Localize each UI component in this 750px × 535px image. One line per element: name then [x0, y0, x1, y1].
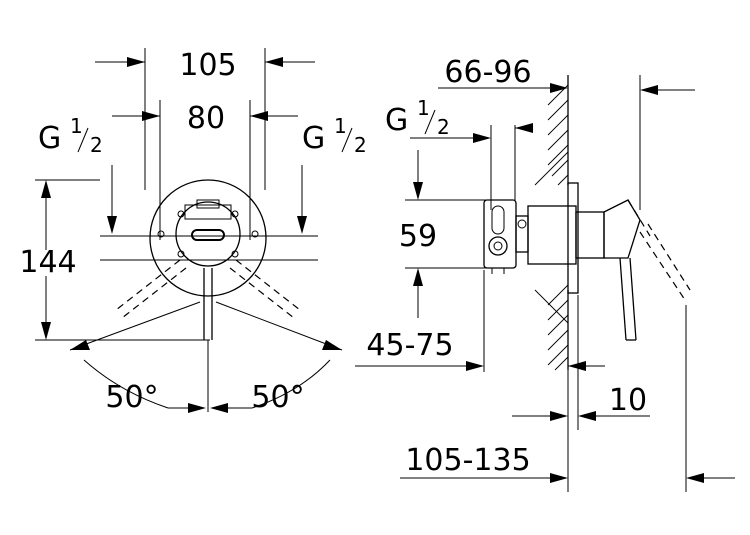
dimension-10: 10 — [512, 295, 650, 430]
side-view: 66-96 G 1 2 59 — [355, 55, 735, 492]
svg-text:1: 1 — [417, 96, 430, 120]
dimension-144: 144 — [19, 179, 210, 341]
dim-105-135-label: 105-135 — [405, 443, 530, 478]
dimension-59: 59 — [399, 150, 495, 318]
cover-plate — [149, 179, 267, 297]
thread-label-right: G 1 2 — [297, 114, 367, 234]
svg-text:2: 2 — [354, 133, 367, 157]
svg-text:1: 1 — [334, 114, 347, 138]
front-view: 105 80 G 1 2 G 1 2 — [19, 48, 367, 415]
dim-80-label: 80 — [187, 101, 225, 136]
svg-text:G: G — [302, 121, 325, 156]
dim-144-label: 144 — [19, 245, 76, 280]
dimension-105-135: 105-135 — [400, 305, 735, 492]
angle-50-left: 50° — [69, 301, 206, 415]
angle-50-right-label: 50° — [251, 380, 304, 415]
dim-10-label: 10 — [609, 383, 647, 418]
lever-rotation-left — [115, 259, 187, 319]
valve-body-front — [157, 199, 259, 267]
lever-handle-front — [203, 268, 213, 340]
wall-section — [534, 75, 569, 371]
svg-text:G: G — [385, 103, 408, 138]
svg-text:2: 2 — [437, 115, 450, 139]
dimension-handle-top — [639, 75, 695, 210]
dim-59-label: 59 — [399, 219, 437, 254]
thread-label-left: G 1 2 — [38, 114, 117, 234]
dim-105-label: 105 — [179, 48, 236, 83]
thread-label-side: G 1 2 — [385, 96, 492, 210]
angle-50-right: 50° — [210, 301, 343, 415]
dimension-66-96: 66-96 — [438, 55, 568, 200]
valve-body-side — [483, 182, 605, 294]
dimension-80: 80 — [112, 100, 298, 240]
svg-text:1: 1 — [70, 114, 83, 138]
svg-text:G: G — [38, 121, 61, 156]
lever-handle-side — [603, 199, 691, 341]
lever-rotation-right — [229, 259, 301, 319]
dimension-105: 105 — [95, 48, 315, 190]
dim-45-75-label: 45-75 — [366, 328, 453, 363]
angle-50-left-label: 50° — [105, 380, 158, 415]
dimension-45-75: 45-75 — [355, 270, 605, 372]
svg-text:2: 2 — [90, 133, 103, 157]
dim-66-96-label: 66-96 — [444, 55, 531, 90]
